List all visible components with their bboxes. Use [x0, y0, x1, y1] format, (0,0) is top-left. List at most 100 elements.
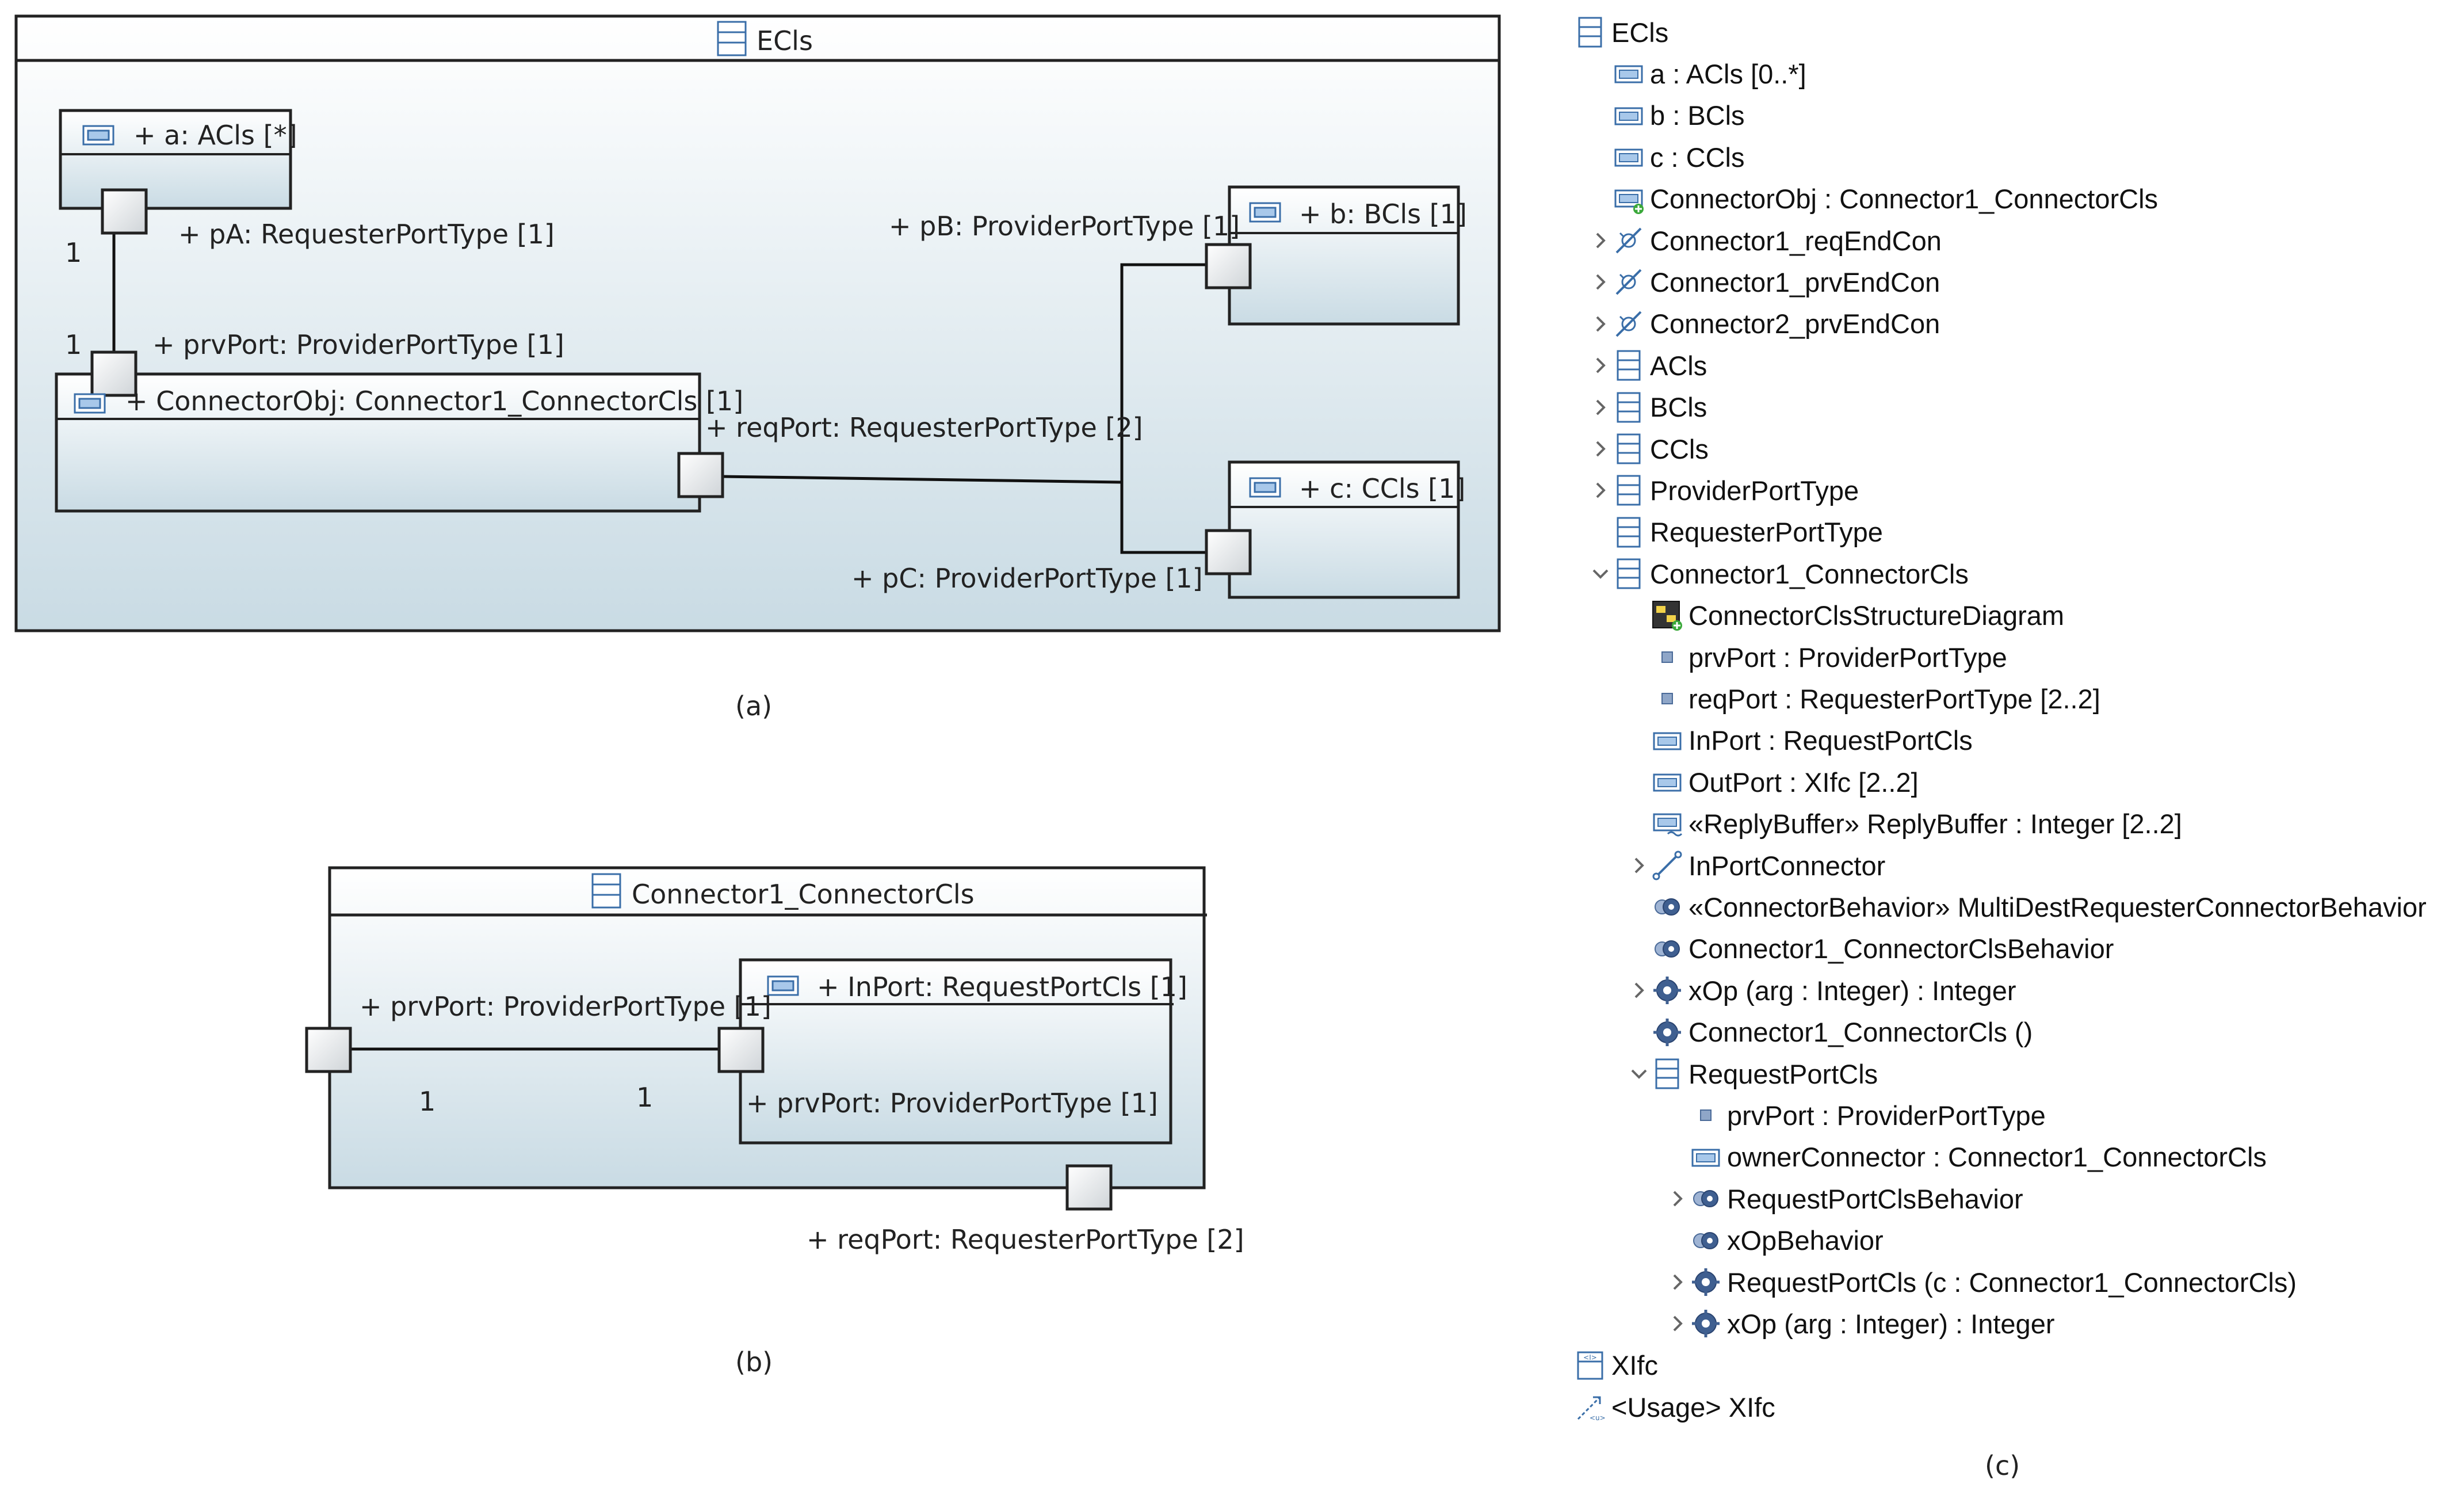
tree-item-label: Connector2_prvEndCon [1650, 308, 1940, 340]
svg-text:<u>: <u> [1590, 1414, 1606, 1422]
port-pB-label: + pB: ProviderPortType [1] [889, 211, 1240, 242]
part-connectorobj-label: + ConnectorObj: Connector1_ConnectorCls … [125, 386, 744, 417]
chevron-spacer [1589, 188, 1612, 211]
tree-item-label: Connector1_reqEndCon [1650, 225, 1942, 256]
chevron-right-icon[interactable] [1589, 437, 1612, 460]
tree-item-label: Connector1_ConnectorClsBehavior [1688, 933, 2114, 964]
tree-item[interactable]: Connector1_ConnectorClsBehavior [1628, 928, 2114, 970]
port-reqPort-b[interactable] [1065, 1164, 1113, 1211]
caption-a: (a) [735, 691, 773, 722]
tree-item-label: Connector1_ConnectorCls () [1688, 1017, 2033, 1048]
tree-item-label: ConnectorObj : Connector1_ConnectorCls [1650, 184, 2159, 215]
port-prvPort-b[interactable] [305, 1027, 352, 1073]
port-prvPort-a[interactable] [90, 350, 137, 397]
tree-item[interactable]: BCls [1589, 387, 1707, 428]
chevron-right-icon[interactable] [1628, 979, 1651, 1002]
tree-item[interactable]: a : ACls [0..*] [1589, 53, 1806, 94]
tree-item[interactable]: prvPort : ProviderPortType [1628, 636, 2007, 678]
port-reqPort-a[interactable] [677, 452, 724, 498]
chevron-right-icon[interactable] [1589, 270, 1612, 293]
tree-item[interactable]: ConnectorClsStructureDiagram [1628, 595, 2064, 636]
tree-item[interactable]: «ConnectorBehavior» MultiDestRequesterCo… [1628, 886, 2427, 928]
port-prvPort-inner[interactable] [717, 1027, 765, 1073]
operation-icon [1689, 1307, 1722, 1340]
chevron-right-icon[interactable] [1666, 1271, 1689, 1294]
chevron-right-icon[interactable] [1666, 1187, 1689, 1210]
behavior-icon [1689, 1182, 1722, 1215]
chevron-down-icon[interactable] [1628, 1062, 1651, 1085]
tree-item[interactable]: reqPort : RequesterPortType [2..2] [1628, 678, 2100, 719]
tree-item[interactable]: Connector1_ConnectorCls [1589, 553, 1969, 594]
tree-item[interactable]: <I>XIfc [1550, 1345, 1658, 1386]
class-icon [1612, 432, 1645, 466]
tree-item[interactable]: Connector1_prvEndCon [1589, 261, 1940, 303]
port-icon [1651, 640, 1684, 674]
port-pA[interactable] [101, 188, 148, 235]
tree-item[interactable]: xOpBehavior [1666, 1220, 1884, 1261]
property-icon [1689, 1141, 1722, 1174]
property-icon [1612, 99, 1645, 132]
part-a-label: + a: ACls [*] [133, 120, 297, 151]
tree-item-label: CCls [1650, 433, 1709, 464]
tree-item[interactable]: RequestPortCls [1628, 1053, 1878, 1095]
port-prvPort-label: + prvPort: ProviderPortType [1] [152, 329, 564, 360]
chevron-spacer [1550, 21, 1573, 44]
tree-item[interactable]: ACls [1589, 345, 1707, 386]
chevron-right-icon[interactable] [1589, 396, 1612, 419]
tree-item[interactable]: RequestPortClsBehavior [1666, 1178, 2023, 1219]
tree-item[interactable]: RequesterPortType [1589, 512, 1883, 553]
tree-item[interactable]: c : CCls [1589, 136, 1745, 178]
tree-item-label: XIfc [1611, 1350, 1658, 1381]
chevron-right-icon[interactable] [1589, 229, 1612, 252]
tree-item-label: «ConnectorBehavior» MultiDestRequesterCo… [1688, 891, 2427, 922]
chevron-right-icon[interactable] [1589, 479, 1612, 502]
chevron-right-icon[interactable] [1589, 312, 1612, 335]
inner-prvPort-label: + prvPort: ProviderPortType [1] [746, 1088, 1158, 1119]
chevron-spacer [1550, 1354, 1573, 1377]
tree-item[interactable]: InPortConnector [1628, 845, 1885, 886]
chevron-spacer [1666, 1104, 1689, 1127]
chevron-right-icon[interactable] [1589, 354, 1612, 377]
class-icon [1612, 557, 1645, 590]
chevron-down-icon[interactable] [1589, 562, 1612, 585]
tree-item[interactable]: ECls [1550, 12, 1668, 53]
tree-item[interactable]: xOp (arg : Integer) : Integer [1628, 970, 2016, 1011]
chevron-spacer [1628, 646, 1651, 669]
operation-icon [1651, 974, 1684, 1007]
tree-item[interactable]: OutPort : XIfc [2..2] [1628, 761, 1919, 803]
tree-item[interactable]: b : BCls [1589, 95, 1745, 136]
tree-item-label: Connector1_prvEndCon [1650, 266, 1940, 298]
port-reqPort-b-label: + reqPort: RequesterPortType [2] [807, 1224, 1244, 1255]
tree-item[interactable]: ownerConnector : Connector1_ConnectorCls [1666, 1137, 2267, 1178]
chevron-spacer [1589, 146, 1612, 169]
tree-item[interactable]: ProviderPortType [1589, 470, 1859, 511]
frame-title-b: Connector1_ConnectorCls [632, 879, 975, 910]
tree-item[interactable]: RequestPortCls (c : Connector1_Connector… [1666, 1261, 2297, 1303]
tree-item[interactable]: Connector1_reqEndCon [1589, 220, 1942, 261]
tree-item[interactable]: prvPort : ProviderPortType [1666, 1095, 2046, 1136]
tree-item[interactable]: CCls [1589, 428, 1709, 470]
tree-item[interactable]: Connector1_ConnectorCls () [1628, 1012, 2033, 1053]
part-connectorobj-box[interactable] [55, 372, 701, 513]
tree-item[interactable]: ConnectorObj : Connector1_ConnectorCls [1589, 178, 2158, 220]
port-pC[interactable] [1205, 529, 1252, 575]
tree-item[interactable]: Connector2_prvEndCon [1589, 303, 1940, 345]
behavior-icon [1651, 932, 1684, 966]
chevron-right-icon[interactable] [1628, 854, 1651, 877]
multiplicity-bottom: 1 [65, 329, 82, 360]
tree-item[interactable]: «ReplyBuffer» ReplyBuffer : Integer [2..… [1628, 803, 2182, 845]
part-b-label: + b: BCls [1] [1299, 199, 1467, 230]
class-icon [1612, 474, 1645, 507]
part-inport-box[interactable] [739, 958, 1174, 1145]
tree-item[interactable]: xOp (arg : Integer) : Integer [1666, 1303, 2055, 1344]
chevron-spacer [1589, 104, 1612, 127]
chevron-right-icon[interactable] [1666, 1312, 1689, 1335]
class-icon [1573, 16, 1607, 49]
part-c-label: + c: CCls [1] [1299, 473, 1466, 504]
tree-item[interactable]: <u><Usage> XIfc [1550, 1386, 1775, 1428]
tree-item[interactable]: InPort : RequestPortCls [1628, 720, 1973, 761]
chevron-spacer [1628, 604, 1651, 627]
tree-item-label: a : ACls [0..*] [1650, 58, 1806, 89]
port-pB[interactable] [1205, 243, 1252, 289]
port-pC-label: + pC: ProviderPortType [1] [851, 563, 1203, 594]
